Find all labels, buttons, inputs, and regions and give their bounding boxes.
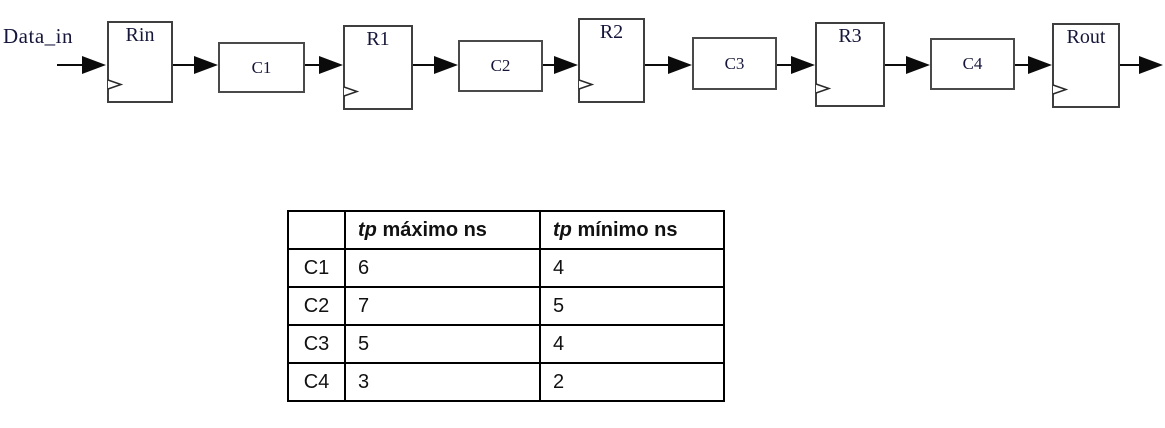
arrowhead-icon xyxy=(791,56,815,74)
arrow-line xyxy=(413,64,434,66)
register-label: R3 xyxy=(838,25,862,47)
signal-arrow xyxy=(1015,56,1052,74)
tp-min-header-text: mínimo ns xyxy=(571,218,678,241)
arrow-line xyxy=(645,64,668,66)
arrow-line xyxy=(1120,64,1139,66)
register-label: R1 xyxy=(366,28,390,50)
signal-arrow xyxy=(777,56,815,74)
tp-max-value: 7 xyxy=(344,286,541,326)
register-rout: Rout xyxy=(1052,23,1120,108)
arrow-line xyxy=(173,64,194,66)
arrowhead-icon xyxy=(1139,56,1163,74)
signal-arrow xyxy=(173,56,218,74)
clock-input-icon xyxy=(107,79,124,90)
row-label: C3 xyxy=(287,324,346,364)
clock-input-icon xyxy=(578,79,595,90)
row-label: C4 xyxy=(287,362,346,402)
arrow-line xyxy=(885,64,906,66)
clock-input-icon xyxy=(815,83,832,94)
tp-max-value: 3 xyxy=(344,362,541,402)
tp-table: tp máximo ns tp mínimo ns C1 6 4 C2 7 5 … xyxy=(287,210,725,402)
tp-symbol: tp xyxy=(553,218,572,241)
register-label: Rout xyxy=(1066,26,1106,48)
tp-min-value: 5 xyxy=(539,286,725,326)
arrowhead-icon xyxy=(668,56,692,74)
tp-min-value: 2 xyxy=(539,362,725,402)
arrowhead-icon xyxy=(1028,56,1052,74)
tp-min-value: 4 xyxy=(539,324,725,364)
data-in-label: Data_in xyxy=(3,24,73,48)
signal-arrow xyxy=(645,56,692,74)
tp-symbol: tp xyxy=(358,218,377,241)
logic-label: C4 xyxy=(962,54,983,73)
table-row: C3 5 4 xyxy=(287,324,725,364)
clock-input-icon xyxy=(343,86,360,97)
arrowhead-icon xyxy=(906,56,930,74)
arrowhead-icon xyxy=(319,56,343,74)
register-r1: R1 xyxy=(343,25,413,110)
tp-min-header: tp mínimo ns xyxy=(539,210,725,250)
logic-block-c1: C1 xyxy=(218,42,305,93)
table-corner-cell xyxy=(287,210,346,250)
arrow-line xyxy=(57,64,82,66)
register-label: R2 xyxy=(599,21,624,43)
tp-max-header-text: máximo ns xyxy=(376,218,487,241)
row-label: C1 xyxy=(287,248,346,288)
arrow-line xyxy=(305,64,319,66)
logic-label: C1 xyxy=(251,57,272,77)
arrow-line xyxy=(777,64,791,66)
register-label: Rin xyxy=(125,24,155,46)
signal-arrow xyxy=(57,56,106,74)
table-header-row: tp máximo ns tp mínimo ns xyxy=(287,210,725,250)
arrowhead-icon xyxy=(194,56,218,74)
arrowhead-icon xyxy=(82,56,106,74)
register-rin: Rin xyxy=(107,21,173,103)
arrow-line xyxy=(543,64,554,66)
table-row: C2 7 5 xyxy=(287,286,725,326)
tp-min-value: 4 xyxy=(539,248,725,288)
signal-arrow xyxy=(885,56,930,74)
signal-arrow xyxy=(543,56,578,74)
tp-max-value: 6 xyxy=(344,248,541,288)
arrowhead-icon xyxy=(434,56,458,74)
register-r3: R3 xyxy=(815,22,885,107)
pipeline-diagram: Data_in Rin R1 R2 R3 Rout C1 C2 xyxy=(0,0,1165,150)
logic-label: C2 xyxy=(490,56,511,75)
arrowhead-icon xyxy=(554,56,578,74)
logic-block-c2: C2 xyxy=(458,40,543,92)
clock-input-icon xyxy=(1052,84,1069,95)
tp-max-header: tp máximo ns xyxy=(344,210,541,250)
row-label: C2 xyxy=(287,286,346,326)
logic-label: C3 xyxy=(724,53,745,73)
table-row: C1 6 4 xyxy=(287,248,725,288)
arrow-line xyxy=(1015,64,1028,66)
signal-arrow xyxy=(1120,56,1163,74)
table-row: C4 3 2 xyxy=(287,362,725,402)
signal-arrow xyxy=(305,56,343,74)
register-r2: R2 xyxy=(578,18,645,103)
tp-max-value: 5 xyxy=(344,324,541,364)
logic-block-c3: C3 xyxy=(692,37,777,90)
logic-block-c4: C4 xyxy=(930,38,1015,90)
signal-arrow xyxy=(413,56,458,74)
